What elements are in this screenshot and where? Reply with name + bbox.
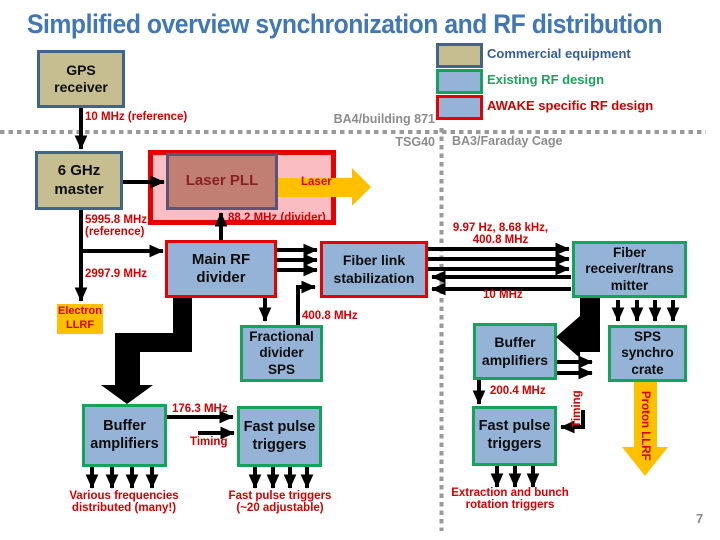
legend-label-existing: Existing RF design xyxy=(487,72,605,87)
gps-receiver-box: GPS receiver xyxy=(37,50,125,108)
label-2997mhz: 2997.9 MHz xyxy=(85,268,148,280)
label-laser: Laser xyxy=(301,176,332,188)
note-extraction-triggers: Extraction and bunch rotation triggers xyxy=(451,487,569,512)
label-5995mhz: 5995.8 MHz (reference) xyxy=(85,214,148,239)
electron-llrf-tag: Electron LLRF xyxy=(57,304,103,334)
thick-arrow-main-to-buffer xyxy=(101,298,192,404)
zone-label-ba4: BA4/building 871 xyxy=(333,112,435,126)
fiber-receiver-box: Fiber receiver/trans mitter xyxy=(572,241,687,298)
zone-label-tsg40: TSG40 xyxy=(395,135,435,149)
label-176mhz: 176.3 MHz xyxy=(172,403,228,415)
legend-swatch-commercial xyxy=(436,43,483,68)
legend-label-commercial: Commercial equipment xyxy=(487,46,631,61)
legend-swatch-existing xyxy=(436,69,483,94)
label-timing-right: Timing xyxy=(570,390,583,428)
main-rf-divider-box: Main RF divider xyxy=(165,240,277,298)
label-88mhz: 88.2 MHz (divider) xyxy=(228,212,326,224)
page-title: Simplified overview synchronization and … xyxy=(27,9,663,39)
buffer-amplifiers-right-box: Buffer amplifiers xyxy=(473,323,557,380)
proton-llrf-label: Proton LLRF xyxy=(639,391,652,461)
note-fast-pulse-adjustable: Fast pulse triggers (~20 adjustable) xyxy=(228,490,332,515)
legend-swatch-awake xyxy=(436,95,483,120)
page-number: 7 xyxy=(696,511,704,526)
note-various-frequencies: Various frequencies distributed (many!) xyxy=(69,490,179,515)
thick-arrow-receiver-to-buffer xyxy=(556,298,600,358)
zone-label-ba3: BA3/Faraday Cage xyxy=(452,134,563,148)
label-200mhz: 200.4 MHz xyxy=(490,385,546,397)
laser-pll-box: Laser PLL xyxy=(166,153,278,210)
label-400mhz-left: 400.8 MHz xyxy=(302,310,358,322)
label-10mhz-reference: 10 MHz (reference) xyxy=(85,111,188,123)
fractional-divider-sps-box: Fractional divider SPS xyxy=(240,325,323,382)
buffer-amplifiers-left-box: Buffer amplifiers xyxy=(82,404,167,467)
fast-pulse-triggers-left-box: Fast pulse triggers xyxy=(237,406,322,467)
ghz-master-box: 6 GHz master xyxy=(35,151,123,210)
fiber-link-stabilization-box: Fiber link stabilization xyxy=(320,241,428,298)
label-10mhz-return: 10 MHz xyxy=(483,289,523,301)
label-timing-left: Timing xyxy=(190,436,228,448)
sps-synchro-crate-box: SPS synchro crate xyxy=(608,325,687,382)
fast-pulse-triggers-right-box: Fast pulse triggers xyxy=(472,406,557,466)
legend-label-awake: AWAKE specific RF design xyxy=(487,98,654,113)
label-fiber-frequencies: 9.97 Hz, 8.68 kHz, 400.8 MHz xyxy=(452,222,549,247)
